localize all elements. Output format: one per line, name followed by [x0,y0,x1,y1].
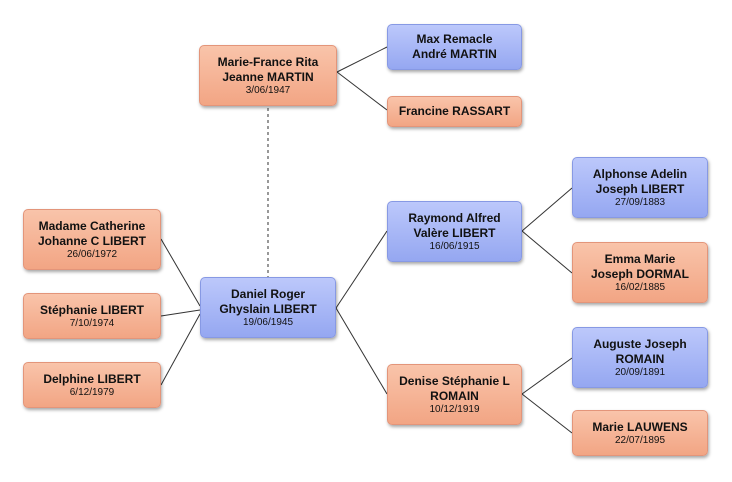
child-link-delphine [160,313,201,386]
person-name: Johanne C LIBERT [37,233,146,248]
person-date: 7/10/1974 [69,317,115,329]
person-max-remacle-martin[interactable]: Max Remacle André MARTIN [387,24,522,70]
person-name: ROMAIN [430,388,479,403]
person-date: 3/06/1947 [245,84,291,96]
person-name: Joseph LIBERT [595,181,685,196]
person-name: Emma Marie [604,251,676,266]
person-name: Raymond Alfred [408,210,501,225]
person-date: 16/06/1915 [429,240,480,252]
person-name: Marie LAUWENS [592,419,688,434]
parent-link-denise-marie-lauwens [521,393,573,434]
parent-link-marie-france-max [336,46,388,73]
person-date: 27/09/1883 [614,196,666,208]
person-delphine-libert[interactable]: Delphine LIBERT 6/12/1979 [23,362,161,408]
person-name: Francine RASSART [398,104,511,118]
person-auguste-romain[interactable]: Auguste Joseph ROMAIN 20/09/1891 [572,327,708,388]
person-name: Madame Catherine [38,218,146,233]
person-denise-romain[interactable]: Denise Stéphanie L ROMAIN 10/12/1919 [387,364,522,425]
child-link-catherine [160,238,201,307]
parent-link-daniel-denise [335,307,388,395]
person-raymond-libert[interactable]: Raymond Alfred Valère LIBERT 16/06/1915 [387,201,522,262]
person-name: Valère LIBERT [413,225,496,240]
person-francine-rassart[interactable]: Francine RASSART [387,96,522,127]
person-marie-lauwens[interactable]: Marie LAUWENS 22/07/1895 [572,410,708,456]
person-date: 6/12/1979 [69,386,115,398]
person-name: ROMAIN [615,351,665,366]
person-name: Alphonse Adelin [592,166,688,181]
person-marie-france-martin[interactable]: Marie-France Rita Jeanne MARTIN 3/06/194… [199,45,337,106]
person-date: 16/02/1885 [614,281,666,293]
parent-link-raymond-alphonse [521,187,573,232]
person-name: André MARTIN [412,47,497,61]
person-date: 26/06/1972 [66,248,118,260]
person-name: Stéphanie LIBERT [39,302,144,317]
person-name: Denise Stéphanie L [399,373,510,388]
person-name: Auguste Joseph [593,336,687,351]
child-link-stephanie [160,309,201,317]
person-date: 10/12/1919 [429,403,480,415]
parent-link-raymond-emma [521,230,573,274]
person-catherine-libert[interactable]: Madame Catherine Johanne C LIBERT 26/06/… [23,209,161,270]
person-name: Delphine LIBERT [43,371,141,386]
person-name: Marie-France Rita [217,54,319,69]
person-alphonse-libert[interactable]: Alphonse Adelin Joseph LIBERT 27/09/1883 [572,157,708,218]
person-date: 20/09/1891 [614,366,666,378]
person-name: Joseph DORMAL [590,266,689,281]
person-date: 19/06/1945 [242,316,294,328]
person-name: Max Remacle [416,32,493,46]
person-name: Jeanne MARTIN [222,69,314,84]
person-date: 22/07/1895 [614,434,666,446]
person-name: Ghyslain LIBERT [219,301,317,316]
person-daniel-libert[interactable]: Daniel Roger Ghyslain LIBERT 19/06/1945 [200,277,336,338]
person-name: Daniel Roger [230,286,305,301]
person-stephanie-libert[interactable]: Stéphanie LIBERT 7/10/1974 [23,293,161,339]
person-emma-dormal[interactable]: Emma Marie Joseph DORMAL 16/02/1885 [572,242,708,303]
parent-link-daniel-raymond [335,230,388,309]
parent-link-marie-france-francine [336,71,388,111]
parent-link-denise-auguste [521,357,573,395]
